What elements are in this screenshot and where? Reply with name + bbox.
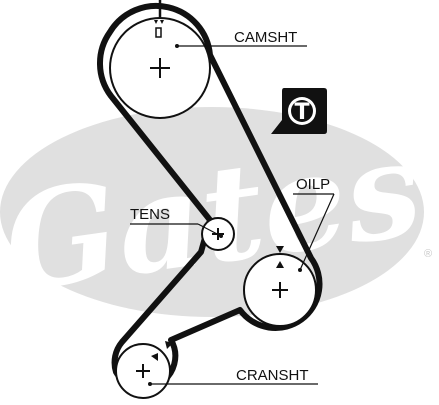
camshaft-pulley — [109, 0, 211, 119]
camshaft-timing-arrow-left — [154, 20, 158, 24]
timing-belt-path — [96, 2, 323, 391]
gates-watermark-logo: Gates ® — [0, 107, 432, 322]
oil-pump-label: OILP — [296, 176, 330, 193]
crankshaft-label: CRANSHT — [236, 367, 309, 384]
timing-belt — [96, 2, 323, 391]
oil-pump-leader-dot — [298, 268, 302, 272]
badge-letter: T — [294, 100, 309, 125]
tensioner-badge: T — [271, 88, 327, 134]
crankshaft-timing-mark — [151, 353, 158, 361]
camshaft-timing-notch — [155, 27, 162, 38]
crankshaft-pulley — [115, 341, 173, 399]
registered-mark: ® — [424, 248, 432, 260]
oil-pump-leader-tail — [299, 193, 335, 271]
labels: CAMSHT TENS OILP CRANSHT — [130, 29, 335, 386]
tensioner-leader-tail — [197, 223, 222, 237]
camshaft-label: CAMSHT — [234, 29, 297, 46]
oil-pump-timing-mark — [276, 261, 284, 268]
tensioner-leader-dot — [219, 234, 223, 238]
oil-pump-timing-arrow — [276, 246, 284, 253]
camshaft-timing-arrow-right — [160, 20, 164, 24]
oil-pump-pulley — [243, 246, 317, 327]
badge-dark-circle — [291, 100, 313, 122]
crankshaft-timing-arrow — [165, 341, 173, 349]
tensioner-label: TENS — [130, 206, 170, 223]
